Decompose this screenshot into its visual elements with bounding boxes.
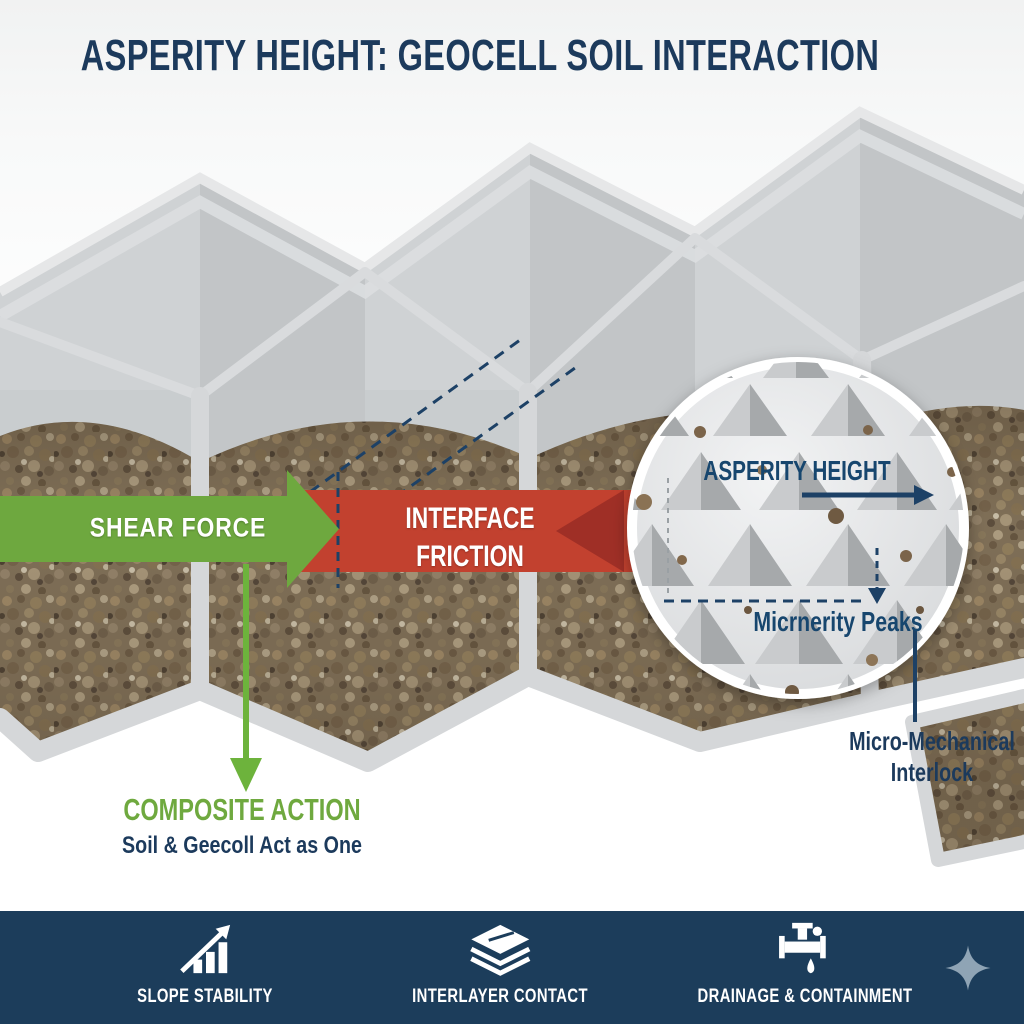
faucet-drop-icon <box>778 922 826 974</box>
asperity-peaks-caption: Micrnerity Peaks <box>753 606 923 637</box>
layers-icon <box>469 924 531 976</box>
footer-bar: SLOPE STABILITY INTERLAYER CONTACT DRAI <box>0 911 1024 1024</box>
footer-item-slope-stability: SLOPE STABILITY <box>118 921 292 1008</box>
composite-action-arrow <box>230 564 262 792</box>
shear-force-arrow <box>0 470 339 588</box>
asperity-height-label: ASPERITY HEIGHT <box>703 455 891 486</box>
composite-action-title: COMPOSITE ACTION <box>123 792 361 827</box>
footer-label-interlayer-contact: INTERLAYER CONTACT <box>412 986 588 1007</box>
footer-item-interlayer-contact: INTERLAYER CONTACT <box>387 921 612 1008</box>
shear-force-label: SHEAR FORCE <box>89 512 267 543</box>
page-title: ASPERITY HEIGHT: GEOCELL SOIL INTERACTIO… <box>80 31 880 80</box>
asperity-height-arrow <box>802 485 934 505</box>
footer-label-drainage-containment: DRAINAGE & CONTAINMENT <box>697 986 913 1007</box>
soil-particles <box>636 425 957 694</box>
interface-friction-arrow <box>300 490 662 572</box>
sparkle-icon <box>945 945 991 991</box>
footer-item-drainage-containment: DRAINAGE & CONTAINMENT <box>667 921 943 1008</box>
peak-height-dashed-arrow <box>664 548 886 604</box>
composite-action-subtitle: Soil & Geecoll Act as One <box>122 832 362 859</box>
interface-friction-label: INTERFACE FRICTION <box>405 502 535 573</box>
micro-mechanical-interlock-label: Micro-Mechanical Interlock <box>849 726 1015 787</box>
growth-chart-icon <box>180 924 231 974</box>
footer-label-slope-stability: SLOPE STABILITY <box>137 986 273 1007</box>
